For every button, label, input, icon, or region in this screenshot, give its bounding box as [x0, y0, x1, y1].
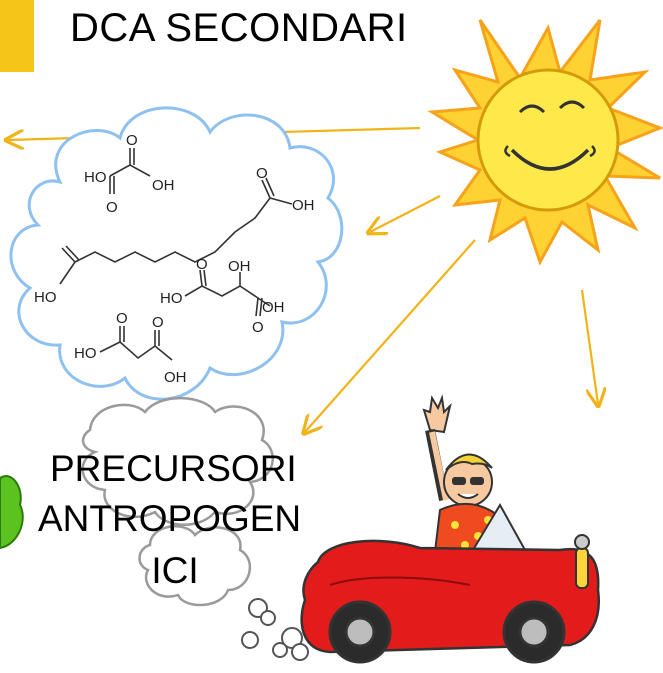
smoke-cloud-icon: [81, 396, 274, 607]
chem-label: OH: [292, 197, 315, 214]
chem-label: HO: [84, 169, 107, 186]
chem-label: O: [252, 319, 264, 336]
chem-label: O: [106, 199, 118, 216]
arrow-to-acids-cloud: [370, 195, 441, 232]
chemical-labels: HO OH O O OH O HO HO O OH OH O HO O O OH: [34, 132, 315, 386]
chem-label: OH: [152, 177, 175, 194]
chem-label: HO: [74, 345, 97, 362]
precursor-label-line-3: ICI: [151, 550, 199, 591]
precursor-label-line-2: ANTROPOGEN: [38, 498, 302, 539]
car-with-driver-icon: [241, 394, 601, 664]
arrow-down-to-car: [580, 289, 598, 404]
chem-label: O: [116, 310, 128, 327]
title-accent-bar: [0, 0, 34, 72]
chem-label: HO: [160, 290, 183, 307]
chem-label: O: [256, 165, 268, 182]
chemical-structures: [59, 148, 293, 361]
chem-label: OH: [228, 258, 251, 275]
chem-label: OH: [262, 299, 285, 316]
chem-label: O: [126, 132, 138, 149]
chem-label: OH: [164, 369, 187, 386]
chem-label: O: [152, 314, 164, 331]
bush-icon: [0, 475, 24, 550]
sun-icon: [427, 19, 663, 266]
slide-title: DCA SECONDARI: [70, 6, 408, 50]
precursor-label-line-1: PRECURSORI: [50, 448, 297, 489]
chem-label: O: [196, 256, 208, 273]
arrow-to-precursors: [305, 239, 476, 432]
chem-label: HO: [34, 289, 57, 306]
